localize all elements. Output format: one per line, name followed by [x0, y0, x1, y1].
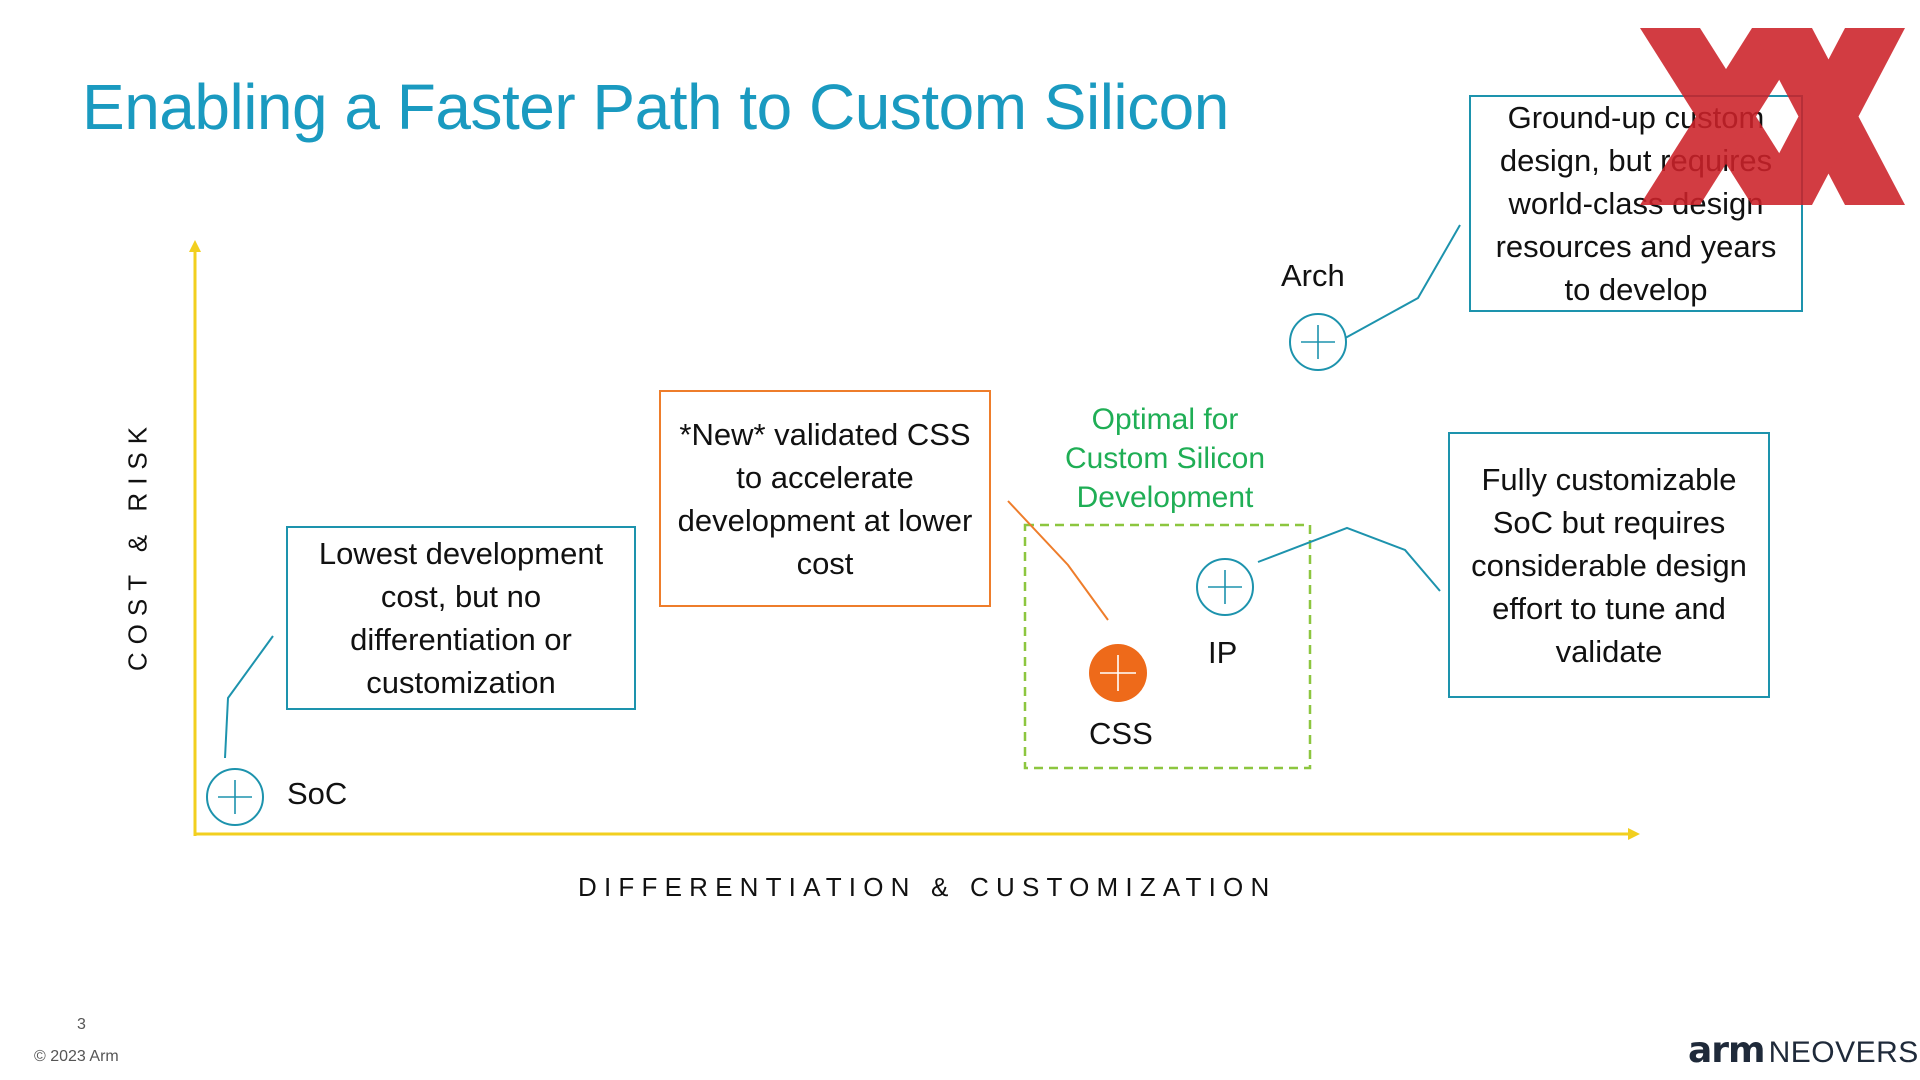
css-callout-text: *New* validated CSS to accelerate develo…	[677, 416, 973, 581]
css-node-icon	[1089, 644, 1147, 702]
y-axis-label: COST & RISK	[122, 418, 153, 672]
arch-connector	[1337, 224, 1461, 343]
css-connector	[1007, 500, 1109, 621]
css-label: CSS	[1089, 716, 1153, 751]
axes	[189, 240, 1640, 840]
optimal-zone-box	[1023, 523, 1312, 770]
page-number: 3	[77, 1016, 86, 1033]
soc-callout: Lowest development cost, but no differen…	[286, 526, 636, 710]
logo-arm-text: arm	[1688, 1030, 1766, 1071]
x-axis-arrowhead	[1628, 828, 1640, 840]
arch-callout-text: Ground-up custom design, but requires wo…	[1495, 100, 1777, 307]
soc-label: SoC	[287, 776, 348, 811]
ip-label: IP	[1208, 635, 1238, 670]
logo-neoverse-text: NEOVERSE	[1768, 1036, 1920, 1069]
css-callout: *New* validated CSS to accelerate develo…	[659, 390, 991, 607]
ip-connector	[1257, 526, 1441, 592]
arch-callout: Ground-up custom design, but requires wo…	[1469, 95, 1803, 312]
soc-node-icon	[206, 768, 264, 826]
soc-callout-text: Lowest development cost, but no differen…	[318, 536, 604, 700]
soc-connector	[224, 635, 274, 759]
y-axis-arrowhead	[189, 240, 201, 252]
slide-title: Enabling a Faster Path to Custom Silicon	[82, 71, 1229, 143]
x-axis-label: DIFFERENTIATION & CUSTOMIZATION	[578, 872, 1277, 902]
ip-node-icon	[1196, 558, 1254, 616]
ip-callout-text: Fully customizable SoC but requires cons…	[1471, 461, 1747, 669]
arm-neoverse-logo: armNEOVERSE	[1688, 1030, 1920, 1071]
arch-label: Arch	[1281, 258, 1345, 293]
optimal-zone-label: Optimal for Custom Silicon Development	[1064, 403, 1266, 514]
ip-callout: Fully customizable SoC but requires cons…	[1448, 432, 1770, 698]
copyright-text: © 2023 Arm	[34, 1048, 119, 1065]
arch-node-icon	[1289, 313, 1347, 371]
